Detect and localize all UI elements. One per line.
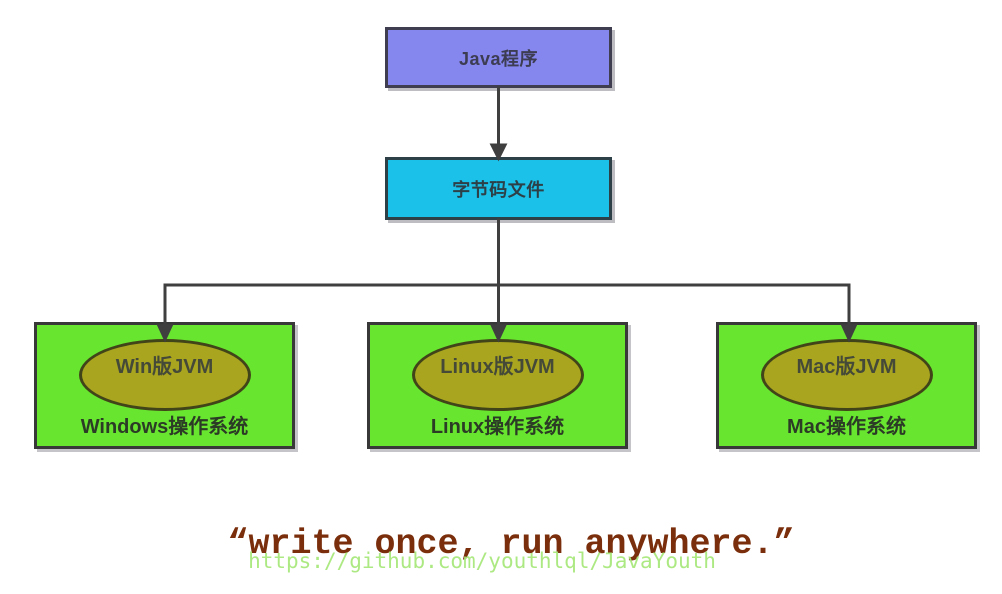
bytecode-file-box: 字节码文件 bbox=[385, 157, 612, 220]
os-label-mac: Mac操作系统 bbox=[787, 416, 906, 438]
platform-box-linux: Linux版JVM Linux操作系统 bbox=[367, 322, 628, 449]
java-program-label: Java程序 bbox=[458, 48, 539, 69]
bytecode-file-label: 字节码文件 bbox=[452, 179, 545, 200]
watermark-url: https://github.com/youthlql/JavaYouth bbox=[248, 549, 716, 573]
jvm-label-windows: Win版JVM bbox=[115, 355, 214, 378]
platform-box-mac: Mac版JVM Mac操作系统 bbox=[716, 322, 977, 449]
platform-box-windows: Win版JVM Windows操作系统 bbox=[34, 322, 295, 449]
jvm-ellipse-windows: Win版JVM bbox=[78, 339, 251, 411]
quote-text: “write once, run anywhere.” bbox=[227, 524, 795, 564]
jvm-ellipse-linux: Linux版JVM bbox=[411, 339, 584, 411]
jvm-label-linux: Linux版JVM bbox=[440, 355, 555, 378]
os-label-linux: Linux操作系统 bbox=[430, 416, 565, 438]
java-program-box: Java程序 bbox=[385, 27, 612, 88]
jvm-label-mac: Mac版JVM bbox=[796, 355, 897, 378]
os-label-windows: Windows操作系统 bbox=[80, 416, 249, 438]
jvm-ellipse-mac: Mac版JVM bbox=[760, 339, 933, 411]
